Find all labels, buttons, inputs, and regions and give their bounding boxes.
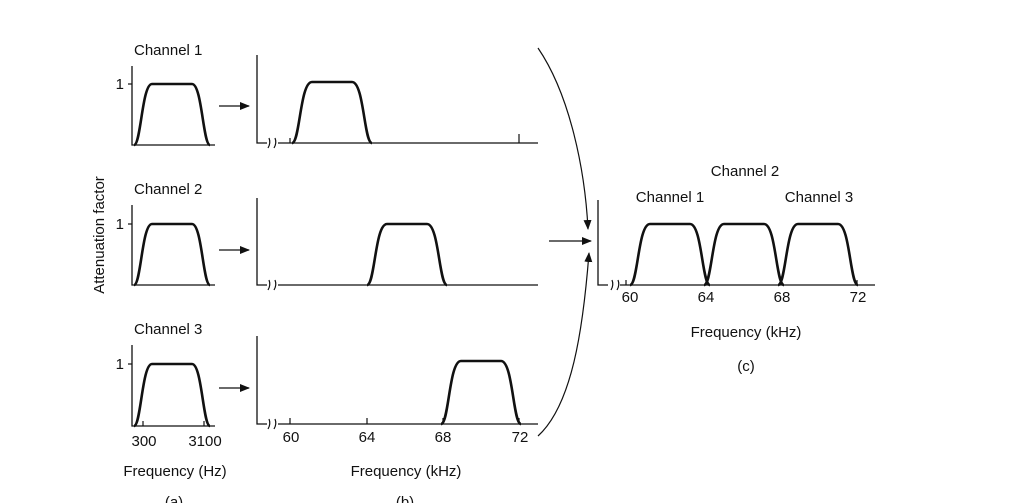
panel-b-break-1 xyxy=(267,137,277,149)
panel-c-tick-label-72: 72 xyxy=(850,289,867,306)
panel-c-caption: (c) xyxy=(737,358,755,375)
panel-a-tick-low-label: 300 xyxy=(131,433,156,450)
arrow-b3-to-c xyxy=(537,252,593,437)
panel-c-tick-label-60: 60 xyxy=(622,289,639,306)
panel-a: Channel 1 Channel 2 Channel 3 1 1 1 300 … xyxy=(116,42,250,503)
panel-b-caption: (b) xyxy=(396,494,414,503)
panel-c-xlabel: Frequency (kHz) xyxy=(691,324,802,341)
panel-c-curve-channel-1 xyxy=(628,222,712,287)
panel-c-channel-3-label: Channel 3 xyxy=(785,189,853,206)
panel-b-tick-label-60: 60 xyxy=(283,429,300,446)
panel-a-axis-3 xyxy=(131,345,215,427)
panel-a-curve-2 xyxy=(132,222,212,287)
panel-a-channel-1-label: Channel 1 xyxy=(134,42,202,59)
panel-a-tick-high-label: 3100 xyxy=(188,433,221,450)
panel-a-axis-2 xyxy=(131,205,215,286)
y-axis-label: Attenuation factor xyxy=(91,176,108,294)
panel-b-axis-2 xyxy=(256,198,538,286)
panel-c-tick-label-68: 68 xyxy=(774,289,791,306)
panel-a-curve-3 xyxy=(132,362,212,428)
panel-a-level-label-3: 1 xyxy=(116,356,124,373)
panel-a-channel-3-label: Channel 3 xyxy=(134,321,202,338)
panel-c-curve-channel-2 xyxy=(702,222,786,287)
arrow-b1-to-c xyxy=(537,47,592,230)
panel-c-tick-label-64: 64 xyxy=(698,289,715,306)
panel-a-level-label-1: 1 xyxy=(116,76,124,93)
combine-arrows xyxy=(537,47,593,437)
panel-b-tick-label-72: 72 xyxy=(512,429,529,446)
panel-c-channel-2-label: Channel 2 xyxy=(711,163,779,180)
panel-b: 60 64 68 72 Frequency (kHz) (b) xyxy=(256,55,538,503)
panel-a-level-label-2: 1 xyxy=(116,216,124,233)
panel-c: Channel 2 Channel 1 Channel 3 60 64 68 7… xyxy=(597,163,875,375)
panel-b-curve-channel-3 xyxy=(439,359,523,426)
panel-a-xlabel: Frequency (Hz) xyxy=(123,463,226,480)
panel-a-axis-1 xyxy=(131,66,215,146)
panel-b-xlabel: Frequency (kHz) xyxy=(351,463,462,480)
panel-b-tick-label-64: 64 xyxy=(359,429,376,446)
panel-a-curve-1 xyxy=(132,82,212,147)
panel-b-break-3 xyxy=(267,418,277,430)
panel-c-channel-1-label: Channel 1 xyxy=(636,189,704,206)
panel-b-tick-label-68: 68 xyxy=(435,429,452,446)
panel-c-curve-channel-3 xyxy=(776,222,860,287)
panel-c-break xyxy=(610,279,620,291)
panel-b-axis-3 xyxy=(256,336,538,425)
panel-b-curve-channel-2 xyxy=(365,222,449,287)
panel-b-curve-channel-1 xyxy=(290,80,374,145)
panel-c-axis xyxy=(597,200,875,286)
panel-b-break-2 xyxy=(267,279,277,291)
panel-b-axis-1 xyxy=(256,55,538,144)
panel-a-channel-2-label: Channel 2 xyxy=(134,181,202,198)
panel-a-caption: (a) xyxy=(165,494,183,503)
